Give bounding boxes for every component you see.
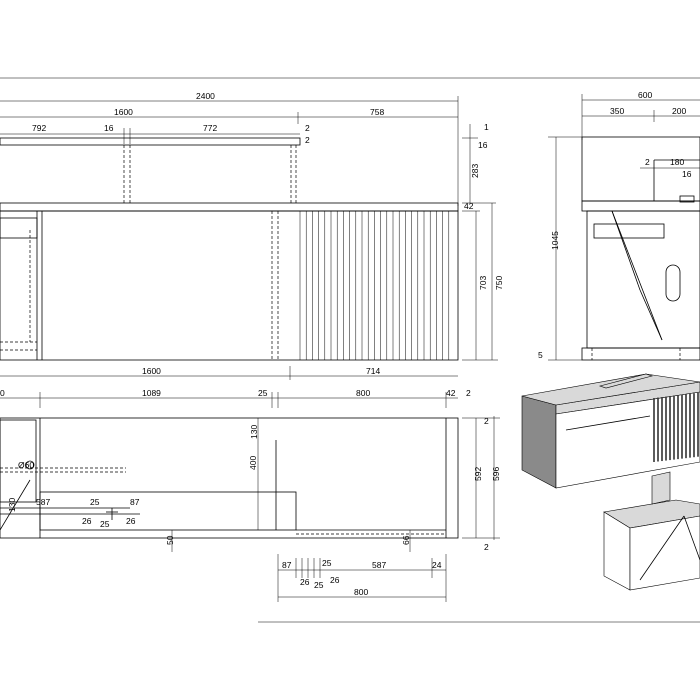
dim-front-sub-e: 2 [305, 135, 310, 145]
dim-front-top-right: 758 [370, 107, 384, 117]
plan-25: 25 [90, 497, 100, 507]
dim-plan-v-g: 596 [491, 467, 501, 481]
dim-plan-e: 42 [446, 388, 456, 398]
dim-front-total-height: 750 [494, 276, 504, 290]
dim-plan-b: 1089 [142, 388, 161, 398]
dim-front-shelf-height: 283 [470, 164, 480, 178]
dim-plan-v-e: 66 [401, 535, 411, 545]
dim-plan-a: 0 [0, 388, 5, 398]
detail-26a: 26 [300, 577, 310, 587]
dim-plan-v-a: 130 [249, 425, 259, 439]
dim-side-overall: 600 [638, 90, 652, 100]
detail-587: 587 [372, 560, 386, 570]
dim-plan-v-h: 2 [484, 416, 489, 426]
plan-26a: 26 [82, 516, 92, 526]
plan-25b: 25 [100, 519, 110, 529]
dim-side-small-b: 180 [670, 157, 684, 167]
detail-total: 800 [354, 587, 368, 597]
dim-front-bottom-right: 714 [366, 366, 380, 376]
dim-plan-v-d: 130 [7, 498, 17, 512]
detail-24: 24 [432, 560, 442, 570]
isometric-view-front [603, 471, 700, 591]
detail-25a: 25 [322, 558, 332, 568]
dim-front-sub-d: 2 [305, 123, 310, 133]
dim-side-total-height: 1045 [550, 231, 560, 250]
isometric-slats [653, 392, 699, 462]
plan-hole-label: Ø60 [18, 460, 34, 470]
isometric-view-back [521, 373, 700, 489]
plan-587: 587 [36, 497, 50, 507]
dim-plan-v-f: 592 [473, 467, 483, 481]
dim-front-rtop-b: 16 [478, 140, 488, 150]
side-elevation: 600 350 200 2 180 16 1045 5 [538, 90, 700, 361]
dim-front-inner-height: 703 [478, 276, 488, 290]
plan-26b: 26 [126, 516, 136, 526]
dim-front-overall: 2400 [196, 91, 215, 101]
dim-plan-v-i: 2 [484, 542, 489, 552]
dim-side-width-b: 200 [672, 106, 686, 116]
dim-side-small-a: 2 [645, 157, 650, 167]
dim-plan-v-c: 50 [165, 535, 175, 545]
detail-dimensions: 87 25 26 26 25 587 24 800 [277, 554, 447, 602]
front-elevation: 2400 1600 758 792 16 772 2 2 [0, 91, 504, 380]
dim-plan-f: 2 [466, 388, 471, 398]
dim-side-base: 5 [538, 350, 543, 360]
dim-plan-d: 800 [356, 388, 370, 398]
dim-front-top-left: 1600 [114, 107, 133, 117]
detail-87: 87 [282, 560, 292, 570]
dim-plan-c: 25 [258, 388, 268, 398]
dim-front-rtop-a: 1 [484, 122, 489, 132]
plan-87: 87 [130, 497, 140, 507]
dim-front-top-thickness: 42 [464, 201, 474, 211]
dim-plan-v-b: 400 [248, 456, 258, 470]
dim-front-sub-c: 772 [203, 123, 217, 133]
detail-26b: 26 [330, 575, 340, 585]
dim-front-sub-a: 792 [32, 123, 46, 133]
dim-front-bottom-left: 1600 [142, 366, 161, 376]
slatted-panel [299, 211, 450, 360]
plan-view: 0 1089 25 800 42 2 Ø60 587 25 87 26 25 2… [0, 388, 501, 552]
dim-side-width-a: 350 [610, 106, 624, 116]
dim-side-small-c: 16 [682, 169, 692, 179]
dim-front-sub-b: 16 [104, 123, 114, 133]
detail-25b: 25 [314, 580, 324, 590]
